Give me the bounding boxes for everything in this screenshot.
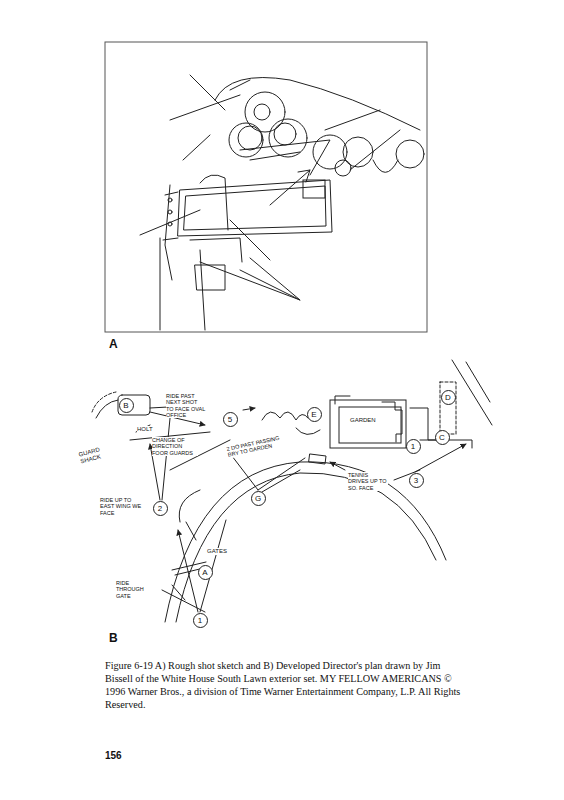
handwritten-note: RIDE PAST NEXT SHOT TO FACE OVAL OFFICE: [166, 393, 206, 418]
callout-label: E: [307, 407, 322, 422]
handwritten-note: CHANGE OF DIRECTION FOOR GUARDS: [152, 437, 198, 456]
callout-circle: E: [307, 407, 322, 422]
callout-circle: B: [119, 398, 134, 413]
rough-sketch-a: [105, 42, 427, 332]
handwritten-note: RIDE UP TO EAST WING WE FACE: [100, 497, 142, 516]
callout-label: 1: [193, 613, 208, 628]
callout-label: 5: [223, 412, 238, 427]
panel-letter: B: [109, 632, 118, 646]
callout-circle: 5: [223, 412, 238, 427]
callout-circle: 2: [153, 501, 168, 516]
handwritten-note: HOLT: [137, 426, 153, 433]
callout-label: 2: [153, 501, 168, 516]
directors-plan-b: [92, 360, 492, 622]
panel-letter: A: [109, 338, 118, 352]
callout-circle: 1: [406, 439, 421, 454]
page-number: 156: [105, 750, 122, 762]
callout-circle: 1: [193, 613, 208, 628]
handwritten-note: GUARD SHACK: [78, 444, 112, 466]
callout-label: 3: [409, 473, 424, 488]
figure-caption: Figure 6-19 A) Rough shot sketch and B) …: [105, 659, 467, 711]
callout-label: C: [435, 430, 450, 445]
callout-circle: G: [251, 491, 266, 506]
callout-label: 1: [406, 439, 421, 454]
callout-label: A: [198, 565, 213, 580]
callout-label: B: [119, 398, 134, 413]
handwritten-note: GARDEN: [350, 417, 376, 424]
callout-circle: C: [435, 430, 450, 445]
callout-circle: D: [441, 390, 456, 405]
callout-label: G: [251, 491, 266, 506]
handwritten-note: 2 DO PAST PASSING BRY TO GARDEN: [226, 433, 289, 458]
handwritten-note: TENNIS DRIVES UP TO SO. FACE: [348, 472, 388, 491]
handwritten-note: RIDE THROUGH GATE: [116, 580, 154, 599]
callout-label: D: [441, 390, 456, 405]
callout-circle: 3: [409, 473, 424, 488]
callout-circle: A: [198, 565, 213, 580]
handwritten-note: GATES: [207, 548, 227, 555]
